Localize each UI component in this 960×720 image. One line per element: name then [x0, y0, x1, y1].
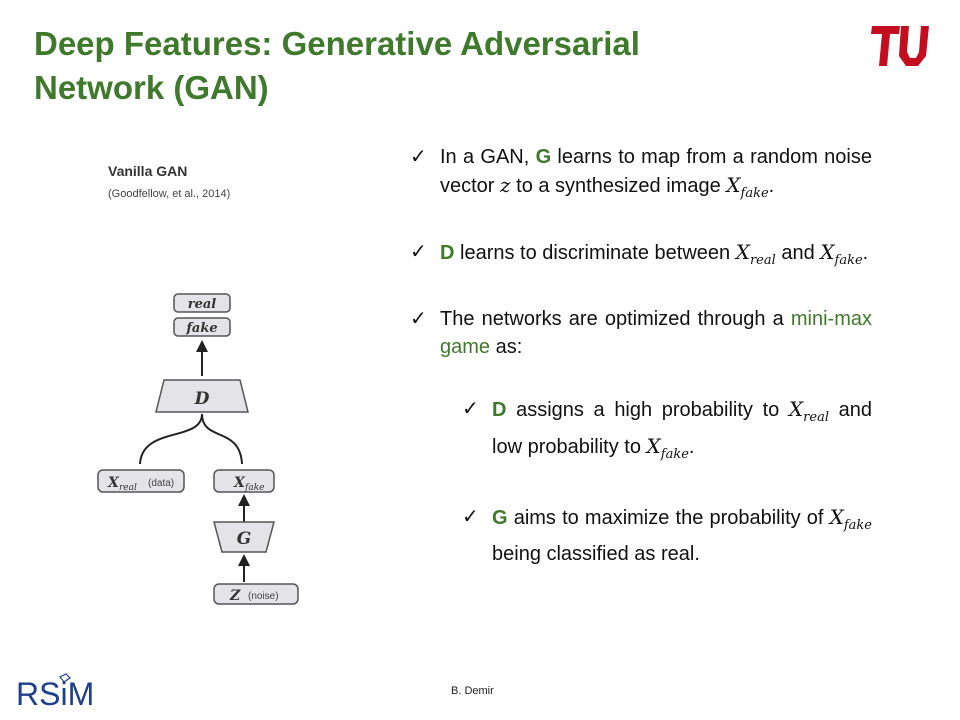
checkmark-icon: ✓: [410, 241, 427, 263]
sub-bullet-2-g: G: [492, 507, 508, 529]
math-x-fake: Xfake: [820, 240, 862, 268]
math-x: X: [735, 240, 750, 264]
arrow-up-icon: [196, 340, 208, 352]
bullet-1-text-3: to a synthesized image: [510, 175, 727, 197]
bullet-1-end: .: [768, 175, 775, 197]
math-sub: real: [803, 410, 829, 425]
fake-label: fake: [185, 321, 217, 336]
tu-berlin-logo: berlin: [871, 26, 937, 66]
real-box: real: [173, 293, 231, 313]
x-fake-subscript: fake: [244, 483, 264, 493]
math-x-real: Xreal: [788, 397, 829, 425]
x-fake-box: X fake: [213, 469, 275, 493]
z-noise-box: Z (noise): [213, 583, 299, 605]
math-x: X: [726, 173, 741, 197]
bullet-1: ✓ In a GAN, G learns to map from a rando…: [406, 143, 872, 208]
connector-right: [201, 413, 243, 465]
math-x: X: [646, 434, 661, 458]
checkmark-icon: ✓: [410, 308, 427, 330]
bullet-2: ✓ D learns to discriminate between Xreal…: [406, 238, 872, 275]
checkmark-icon: ✓: [462, 398, 479, 420]
sub-bullet-1-text: assigns a high probability to: [506, 399, 789, 421]
x-real-box: X real (data): [97, 469, 185, 493]
arrow-up-icon: [238, 554, 250, 566]
figure-citation: (Goodfellow, et al., 2014): [108, 188, 230, 200]
bullet-2-end: .: [862, 242, 869, 264]
rsim-logo: RSiM: [16, 673, 94, 712]
bullet-3: ✓ The networks are optimized through a m…: [406, 305, 872, 361]
generator-block: G: [213, 521, 275, 553]
bullet-2-text: learns to discriminate between: [454, 242, 736, 264]
discriminator-label: D: [194, 389, 210, 409]
z-symbol: Z: [229, 588, 241, 604]
math-x: X: [788, 397, 804, 421]
x-real-symbol: X: [107, 475, 120, 491]
real-label: real: [188, 297, 217, 312]
sub-bullet-1: ✓ D assigns a high probability to Xreal …: [458, 395, 872, 469]
data-label: (data): [148, 478, 174, 489]
checkmark-icon: ✓: [462, 506, 479, 528]
rsim-logo-text: RSiM: [16, 676, 94, 712]
sub-bullet-1-d: D: [492, 399, 507, 421]
gan-diagram: Vanilla GAN (Goodfellow, et al., 2014) r…: [97, 163, 299, 605]
math-sub: fake: [660, 447, 689, 462]
math-sub: fake: [843, 518, 872, 533]
math-sub: fake: [834, 253, 863, 268]
math-x-fake: Xfake: [726, 173, 768, 201]
math-x: X: [820, 240, 835, 264]
noise-label: (noise): [248, 591, 279, 602]
x-real-subscript: real: [119, 483, 137, 493]
math-z: z: [500, 173, 511, 197]
discriminator-block: D: [155, 379, 249, 413]
math-x: X: [829, 505, 844, 529]
logo-tu-text: berlin: [928, 30, 937, 52]
bullet-2-text-2: and: [775, 242, 821, 264]
bullet-2-d: D: [440, 242, 455, 264]
arrow-up-icon: [238, 494, 250, 506]
bullet-3-highlight: mini-max game: [440, 308, 872, 358]
figure-title: Vanilla GAN: [108, 163, 187, 179]
math-x-fake: Xfake: [646, 434, 689, 462]
math-sub: real: [749, 253, 776, 268]
math-sub: fake: [740, 186, 769, 201]
sub-bullet-1-text-2: and low probability to: [492, 399, 872, 458]
bullet-list: ✓ In a GAN, G learns to map from a rando…: [406, 143, 872, 584]
sub-bullet-2-text: aims to maximize the probability of: [507, 507, 830, 529]
fake-box: fake: [173, 317, 231, 337]
sub-bullet-2-text-2: being classified as real.: [492, 543, 700, 565]
checkmark-icon: ✓: [410, 146, 427, 168]
satellite-icon: [59, 673, 71, 683]
math-x-fake: Xfake: [829, 505, 872, 533]
sub-bullet-2: ✓ G aims to maximize the probability of …: [458, 503, 872, 568]
bullet-3-text: The networks are optimized through a: [440, 308, 791, 330]
sub-bullet-1-end: .: [688, 436, 695, 458]
bullet-1-text-2: learns to map from a random noise vector: [440, 146, 872, 197]
x-fake-symbol: X: [233, 475, 246, 491]
bullet-3-text-2: as:: [490, 336, 523, 358]
bullet-1-text: In a GAN,: [440, 146, 536, 168]
footer-author: B. Demir: [451, 685, 494, 697]
generator-label: G: [237, 529, 252, 549]
title-line-2: Network (GAN): [34, 69, 269, 106]
connector-left: [139, 413, 203, 465]
slide-title: Deep Features: Generative Adversarial Ne…: [34, 22, 794, 110]
bullet-1-g: G: [535, 146, 552, 168]
title-line-1: Deep Features: Generative Adversarial: [34, 25, 640, 62]
math-x-real: Xreal: [735, 240, 776, 268]
